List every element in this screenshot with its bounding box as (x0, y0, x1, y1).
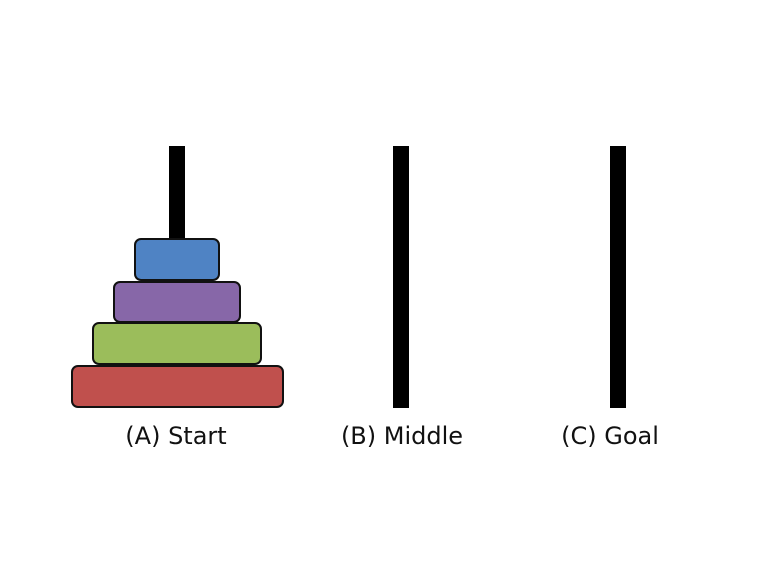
disk-1 (134, 238, 220, 281)
peg-b (393, 146, 409, 408)
disk-3 (92, 322, 262, 365)
peg-a-label: (A) Start (125, 422, 227, 450)
disk-4 (71, 365, 284, 408)
peg-b-label: (B) Middle (340, 422, 464, 450)
disk-2 (113, 281, 241, 323)
peg-c-label: (C) Goal (561, 422, 659, 450)
peg-c (610, 146, 626, 408)
